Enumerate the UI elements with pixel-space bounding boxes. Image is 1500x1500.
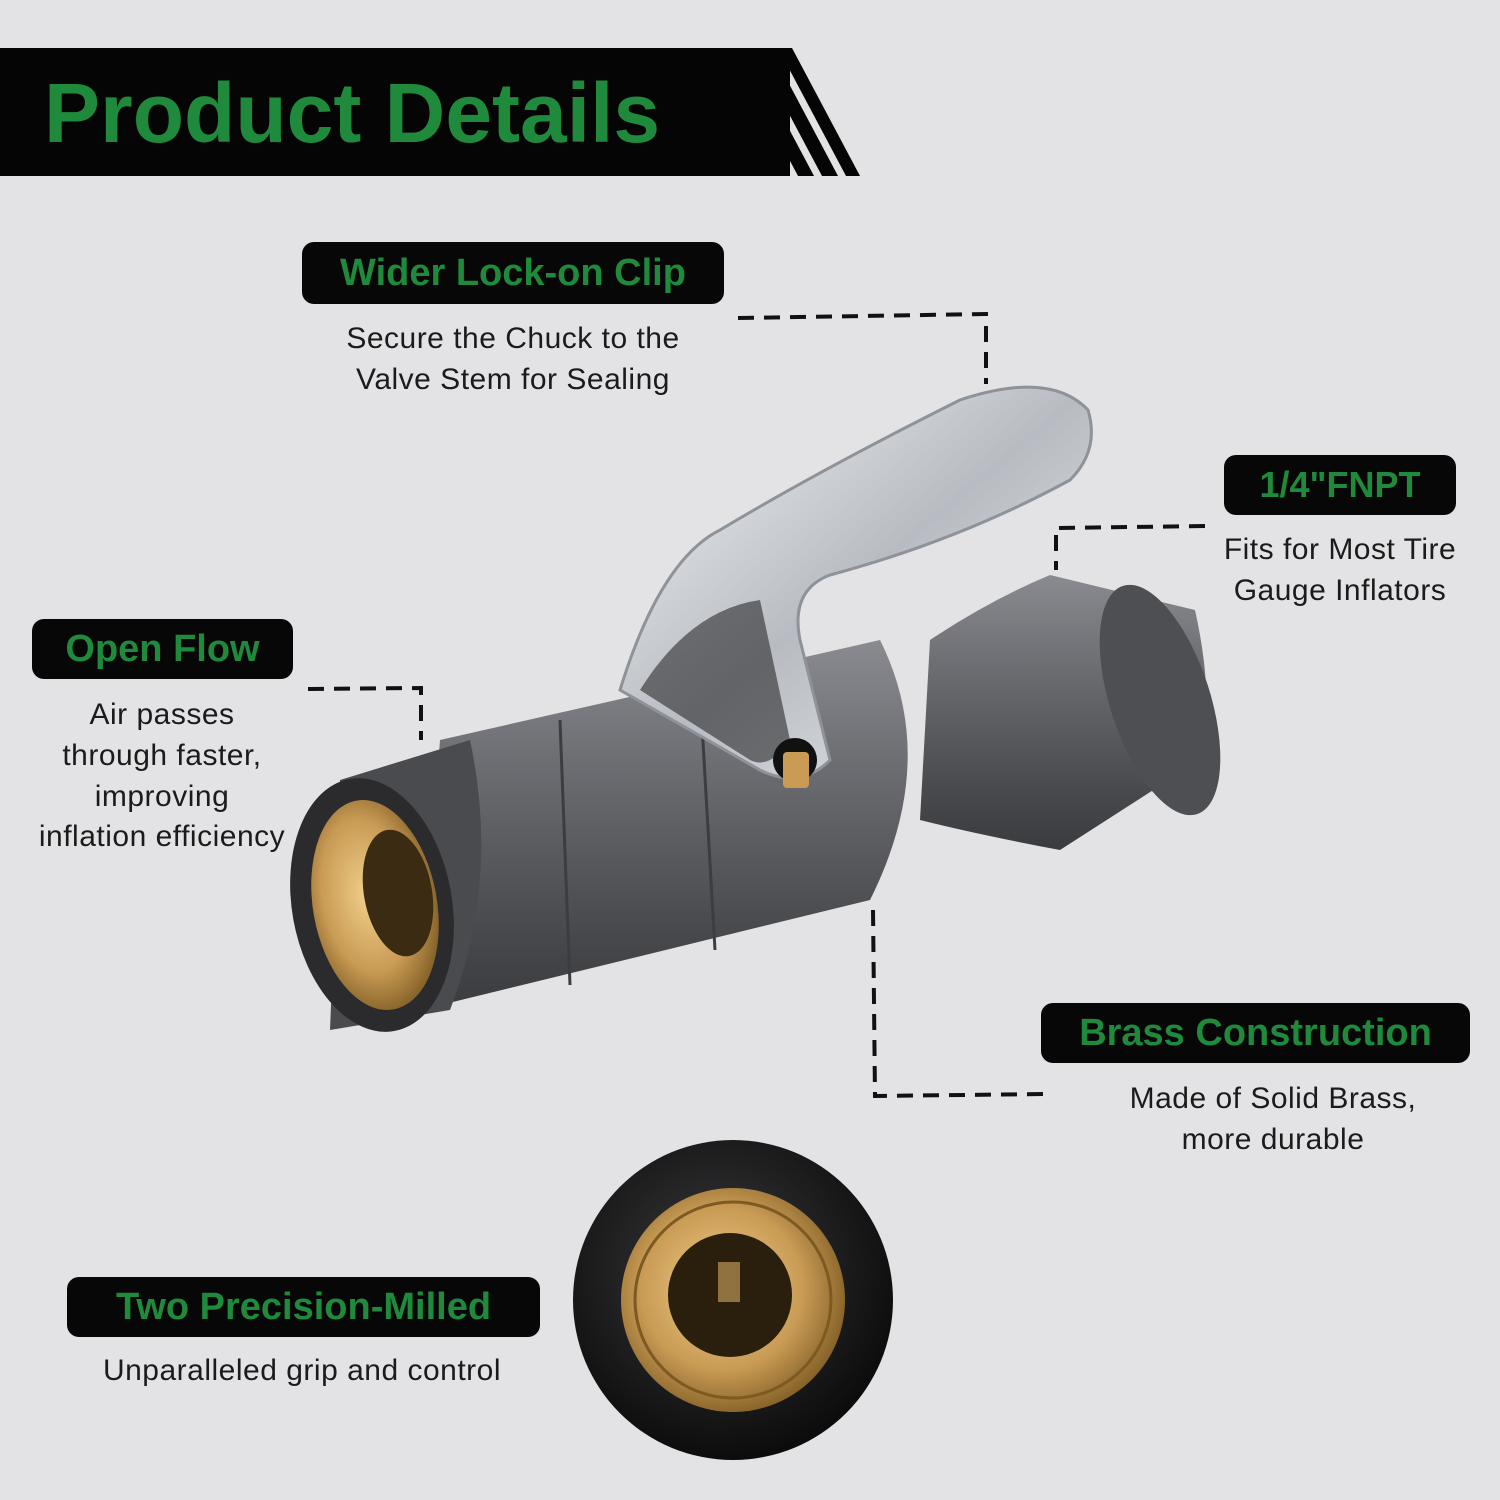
- desc-lock-on-clip-line1: Secure the Chuck to the: [346, 322, 680, 355]
- desc-brass-line2: more durable: [1181, 1123, 1365, 1156]
- header-band: [0, 48, 790, 176]
- label-lock-on-clip: Wider Lock-on Clip: [302, 242, 724, 304]
- desc-lock-on-clip-line2: Valve Stem for Sealing: [356, 363, 670, 396]
- header-stripes-decoration: [700, 48, 860, 176]
- desc-fnpt-line2: Gauge Inflators: [1233, 574, 1447, 607]
- label-open-flow: Open Flow: [32, 619, 293, 679]
- label-precision-milled: Two Precision-Milled: [67, 1277, 540, 1337]
- front-view-detail: [573, 1140, 893, 1460]
- page-title: Product Details: [44, 66, 661, 160]
- lock-on-clip: [618, 385, 1093, 788]
- desc-fnpt-line1: Fits for Most Tire: [1223, 533, 1457, 566]
- label-brass-construction: Brass Construction: [1041, 1003, 1470, 1063]
- desc-open-flow-line4: inflation efficiency: [38, 820, 286, 853]
- desc-open-flow-line1: Air passes: [89, 698, 235, 731]
- desc-open-flow-line3: improving: [94, 780, 230, 813]
- desc-precision-milled-line1: Unparalleled grip and control: [102, 1354, 502, 1387]
- desc-brass-line1: Made of Solid Brass,: [1129, 1082, 1417, 1115]
- desc-open-flow-line2: through faster,: [62, 739, 262, 772]
- label-fnpt: 1/4"FNPT: [1224, 455, 1456, 515]
